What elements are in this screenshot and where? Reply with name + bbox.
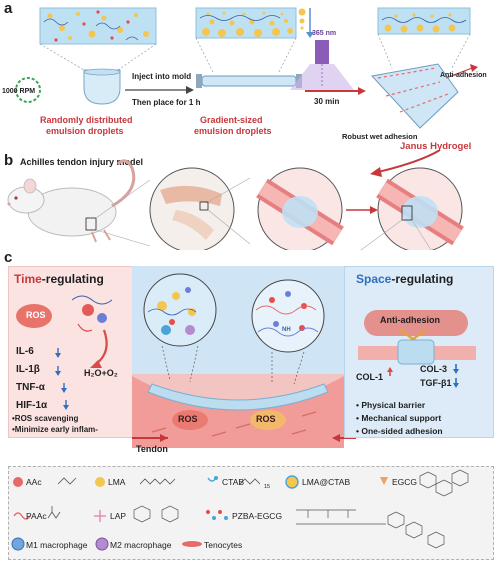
beaker — [83, 69, 121, 105]
marker-il6: IL-6 — [16, 346, 34, 357]
space-regulating-title: Space-regulating — [356, 272, 453, 286]
time-bullet-1: •ROS scavenging — [12, 414, 79, 423]
lap-icon — [94, 510, 106, 522]
legend-m1: M1 macrophage — [26, 540, 88, 550]
legend-lma-ctab: LMA@CTAB — [302, 477, 351, 487]
water-oxygen-label: H₂O+O₂ — [84, 368, 118, 378]
time-suffix: -regulating — [41, 272, 104, 286]
mold-bar — [201, 75, 297, 87]
zoom-circle-right — [251, 279, 325, 353]
time-panel-graphics — [16, 295, 113, 410]
legend-paac: PAAc — [26, 511, 47, 521]
panel-a-illustration — [15, 7, 478, 129]
tendon-label: Tendon — [136, 444, 168, 454]
random-droplets-label-1: Randomly distributed — [40, 115, 133, 125]
legend-egcg: EGCG — [392, 477, 418, 487]
egcg-icon — [380, 477, 388, 485]
legend-m2: M2 macrophage — [110, 540, 172, 550]
zoom-circle-hand — [149, 167, 235, 250]
lma-icon — [95, 477, 105, 487]
tgf-label: TGF-β1 — [420, 378, 452, 388]
legend-ctab: CTAB — [222, 477, 245, 487]
janus-structure-box — [377, 7, 471, 35]
panel-b-letter: b — [4, 152, 14, 169]
legend-ctab-subscript: 15 — [264, 484, 271, 490]
time-regulating-title: Time-regulating — [14, 272, 104, 286]
col3-label: COL-3 — [420, 364, 447, 374]
legend-lma: LMA — [108, 477, 126, 487]
m2-macrophage-icon — [95, 537, 109, 551]
legend-icons — [11, 469, 469, 551]
legend-pzba-egcg: PZBA-EGCG — [232, 511, 283, 521]
uv-lamp — [315, 40, 329, 64]
space-word: Space — [356, 272, 392, 286]
ros-cloud-icon — [16, 304, 52, 328]
gradient-droplets-label-2: emulsion droplets — [194, 126, 272, 136]
ros-tissue-label-1: ROS — [178, 414, 198, 424]
ros-tissue-label-2: ROS — [256, 414, 276, 424]
panel-c-letter: c — [4, 249, 13, 266]
paac-icon — [13, 512, 31, 520]
center-tissue-illustration — [132, 266, 344, 448]
legend-tenocytes: Tenocytes — [204, 540, 243, 550]
anti-adhesion-label-a: Anti-adhesion — [440, 72, 487, 79]
space-bullet-2: • Mechanical support — [356, 413, 442, 423]
tenocytes-icon — [182, 541, 202, 547]
space-panel-graphics — [358, 310, 476, 388]
rpm-spinner-icon — [15, 77, 41, 103]
janus-hydrogel-film — [371, 63, 459, 129]
panel-a-letter: a — [4, 0, 13, 17]
zoom-circle-left — [143, 273, 217, 347]
col1-label: COL-1 — [356, 372, 383, 382]
random-droplets — [43, 10, 149, 42]
legend-box — [8, 466, 494, 560]
legend-aac: AAc — [26, 477, 42, 487]
janus-hydrogel-label: Janus Hydrogel — [400, 141, 472, 152]
uv-wavelength-label: 365 nm — [312, 30, 337, 37]
legend-lap: LAP — [110, 511, 127, 521]
marker-tnfa: TNF-α — [16, 382, 45, 393]
space-bullet-3: • One-sided adhesion — [356, 426, 443, 436]
cure-time-label: 30 min — [314, 97, 340, 106]
inject-label: Inject into mold — [132, 72, 192, 81]
rpm-label: 1000 RPM — [2, 88, 36, 95]
gradient-droplets — [199, 11, 293, 37]
anti-adhesion-label-c: Anti-adhesion — [380, 315, 440, 325]
time-bullet-2: •Minimize early inflam- — [12, 425, 98, 434]
place-label: Then place for 1 h — [132, 98, 201, 107]
ros-tissue-cloud-2 — [250, 410, 286, 430]
ros-tissue-cloud-1 — [172, 410, 208, 430]
marker-hif1a: HIF-1α — [16, 400, 48, 411]
nh-label: NH — [282, 327, 291, 333]
hydrogel-layer — [147, 383, 329, 411]
time-word: Time — [14, 272, 42, 286]
ros-label: ROS — [26, 310, 46, 320]
wet-adhesion-label: Robust wet adhesion — [342, 132, 418, 141]
tendon-arrows — [160, 434, 356, 442]
marker-il1b: IL-1β — [16, 364, 40, 375]
time-regulating-panel — [8, 266, 134, 438]
space-bullet-1: • Physical barrier — [356, 400, 426, 410]
random-droplets-label-2: emulsion droplets — [46, 126, 124, 136]
m1-macrophage-icon — [11, 537, 25, 551]
lma-ctab-icon — [285, 475, 299, 489]
space-suffix: -regulating — [391, 272, 454, 286]
janus-structure-droplets — [381, 13, 467, 33]
panel-b-illustration — [7, 150, 464, 250]
pzba-egcg-icon — [206, 510, 228, 520]
gradient-droplets-label-1: Gradient-sized — [200, 115, 263, 125]
rat-illustration — [7, 159, 136, 243]
aac-icon — [13, 477, 23, 487]
panel-b-title: Achilles tendon injury model — [20, 157, 144, 167]
